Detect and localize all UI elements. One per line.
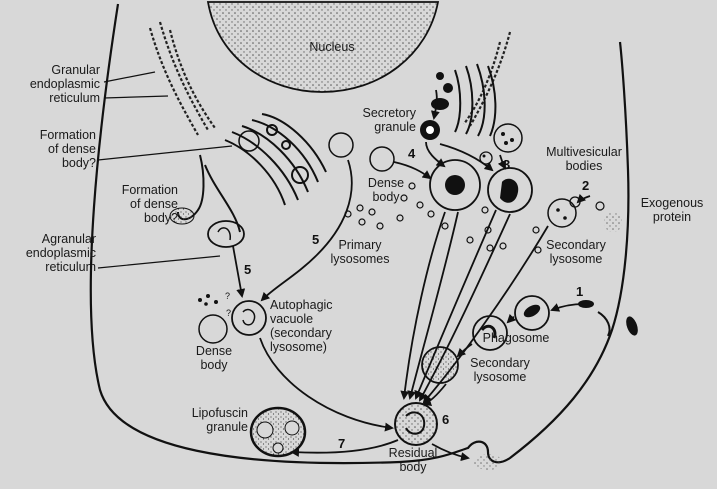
secondary-right-line1: Secondary — [546, 238, 606, 252]
cell-membrane — [89, 3, 630, 465]
exogenous-line1: Exogenous — [640, 196, 704, 210]
residual-body-shape — [394, 402, 438, 446]
dense-body-bottom-line1: Dense — [195, 344, 233, 358]
exogenous-protein-label: Exogenous protein — [632, 196, 712, 224]
multivesicular-granule — [487, 167, 533, 213]
lipofuscin-line1: Lipofuscin — [191, 406, 248, 420]
autophagic-vacuole-label: Autophagic vacuole (secondary lysosome) — [270, 298, 350, 354]
secondary-lower-line1: Secondary — [470, 356, 530, 370]
secondary-lysosome-right-label: Secondary lysosome — [536, 238, 616, 266]
dense-body-top-circle — [369, 146, 395, 172]
primary-lysosome-top — [328, 132, 354, 158]
agranular-er-line1: Agranular — [41, 232, 96, 246]
step-6: 6 — [442, 412, 450, 427]
mvb-top — [493, 123, 523, 153]
leader-lines — [97, 71, 233, 269]
nucleus-label: Nucleus — [309, 40, 355, 54]
secretory-granule-line2: granule — [374, 120, 416, 134]
golgi-vesicle-r2 — [443, 83, 453, 93]
primary-lysosomes-label: Primary lysosomes — [322, 238, 398, 266]
step-2: 2 — [582, 178, 590, 193]
secondary-lower-line2: lysosome — [473, 370, 527, 384]
exocytosis-release — [474, 454, 502, 470]
formation-2-line2: of dense — [130, 197, 178, 211]
formation-1-line2: of dense — [48, 142, 96, 156]
granular-er-line3: reticulum — [49, 91, 100, 105]
secondary-lysosome-lower-label: Secondary lysosome — [460, 356, 540, 384]
golgi-stack-left — [224, 113, 327, 206]
autophagic-line1: Autophagic — [270, 298, 333, 312]
step-5-lower: 5 — [244, 262, 252, 277]
dense-body-formation-label-1: Formation of dense body? — [2, 128, 96, 170]
dense-body-top-line1: Dense — [367, 176, 405, 190]
formation-1-line3: body? — [61, 156, 96, 170]
dense-body-formation-label-2: Formation of dense body? — [80, 183, 178, 225]
dense-body-bottom-circle — [198, 314, 228, 344]
golgi-stack-right — [454, 63, 497, 137]
formation-2-line3: body? — [143, 211, 178, 225]
lipofuscin-granule-shape — [249, 406, 307, 458]
step-3: 3 — [503, 157, 511, 172]
exogenous-stipple — [604, 212, 622, 232]
secondary-lysosome-lower-2 — [421, 346, 459, 384]
membrane-invagination — [597, 311, 611, 337]
granular-er-bands — [148, 21, 216, 136]
multivesicular-bodies-label: Multivesicular bodies — [528, 145, 640, 173]
granular-er-bands-right — [463, 31, 512, 127]
secondary-right-line2: lysosome — [549, 252, 603, 266]
lipofuscin-granule-label: Lipofuscin granule — [178, 406, 248, 434]
residual-body-label: Residual body — [378, 446, 448, 474]
formation-1-line1: Formation — [39, 128, 96, 142]
secretory-granule-label: Secretory granule — [340, 106, 417, 134]
question-mark-2: ? — [226, 308, 231, 318]
lipofuscin-line2: granule — [206, 420, 248, 434]
exogenous-particle-2 — [578, 300, 594, 308]
step-1: 1 — [576, 284, 584, 299]
agranular-er-branch — [204, 164, 241, 233]
primary-lysosomes-line2: lysosomes — [330, 252, 390, 266]
question-mark-1: ? — [225, 291, 230, 301]
autophagic-line4: lysosome) — [270, 340, 327, 354]
dense-body-top-label: Dense body — [360, 176, 412, 204]
golgi-vesicle-r1 — [436, 72, 444, 80]
exogenous-line2: protein — [652, 210, 692, 224]
dense-body-forming — [207, 220, 245, 248]
formation-2-line1: Formation — [121, 183, 178, 197]
step-4: 4 — [408, 146, 416, 161]
step-7: 7 — [338, 436, 346, 451]
mvb-line2: bodies — [565, 159, 603, 173]
golgi-vesicle — [238, 130, 260, 152]
granular-er-line2: endoplasmic — [29, 77, 100, 91]
autophagic-line3: (secondary — [270, 326, 332, 340]
dense-body-bottom-line2: body — [200, 358, 228, 372]
large-secondary-granule — [429, 159, 481, 211]
agranular-er-bulb — [169, 207, 195, 225]
exogenous-particle — [626, 316, 638, 336]
phagosome-label: Phagosome — [482, 331, 550, 345]
secretory-granule-line1: Secretory — [362, 106, 417, 120]
pathway-arrows — [232, 89, 591, 462]
nucleus-shape — [206, 1, 440, 93]
dense-body-bottom-label: Dense body — [188, 344, 240, 372]
agranular-er-line2: endoplasmic — [25, 246, 96, 260]
mvb-line1: Multivesicular — [546, 145, 622, 159]
secondary-lysosome-right — [547, 198, 577, 228]
dense-body-top-line2: body — [372, 190, 400, 204]
agranular-er-line3: reticulum — [45, 260, 96, 274]
secretory-vesicle-pair — [431, 98, 449, 110]
granular-er-label: Granular endoplasmic reticulum — [2, 63, 100, 105]
phagosome-circle — [514, 295, 550, 331]
step-5-upper: 5 — [312, 232, 320, 247]
residual-line1: Residual — [388, 446, 438, 460]
granular-er-line1: Granular — [51, 63, 100, 77]
primary-lysosomes-line1: Primary — [338, 238, 382, 252]
exogenous-vesicle — [595, 201, 605, 211]
residual-line2: body — [399, 460, 427, 474]
autophagic-line2: vacuole — [270, 312, 314, 326]
agranular-er-label: Agranular endoplasmic reticulum — [2, 232, 96, 274]
autophagic-vacuole-shape — [231, 300, 267, 336]
primary-lysosome-dots — [344, 182, 542, 254]
